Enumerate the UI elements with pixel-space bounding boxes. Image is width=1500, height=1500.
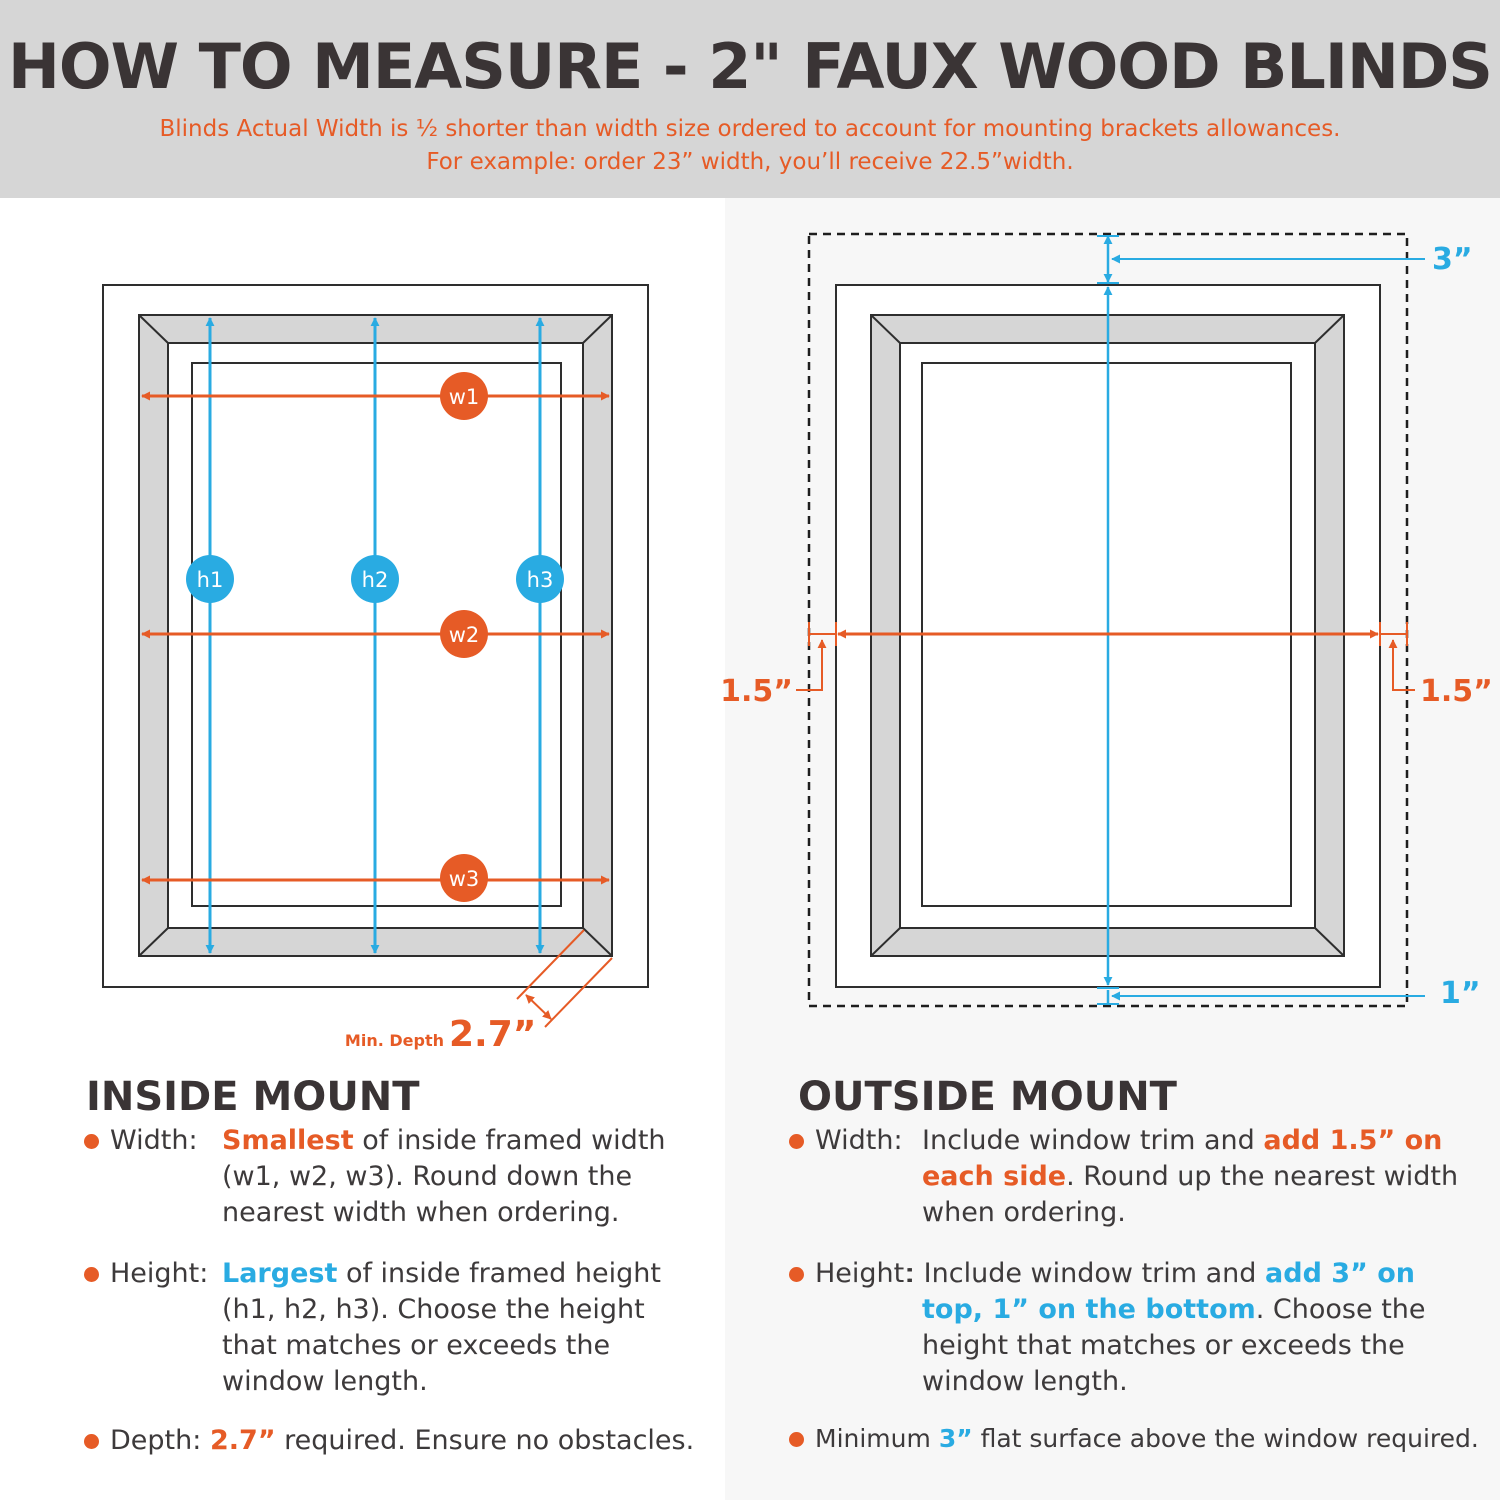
h3-marker: h3 <box>516 555 564 603</box>
width-note-line-2: For example: order 23” width, you’ll rec… <box>426 149 1074 175</box>
svg-text:h3: h3 <box>527 568 554 592</box>
depth-caption: Min. Depth <box>345 1031 444 1050</box>
svg-text:w1: w1 <box>449 385 480 409</box>
outside-width-line <box>796 622 1415 691</box>
w3-marker: w3 <box>440 854 488 902</box>
w2-marker: w2 <box>440 610 488 658</box>
left-allowance-label: 1.5” <box>720 674 793 709</box>
header-banner <box>0 0 1500 198</box>
bullet-dot <box>789 1432 804 1447</box>
width-note-line-1: Blinds Actual Width is ½ shorter than wi… <box>159 116 1341 142</box>
bullet-dot <box>84 1267 99 1282</box>
outside-min-surface-instruction: Minimum 3” flat surface above the window… <box>815 1424 1479 1453</box>
svg-text:w2: w2 <box>449 623 480 647</box>
w1-marker: w1 <box>440 372 488 420</box>
page-title: HOW TO MEASURE - 2" FAUX WOOD BLINDS <box>8 30 1493 103</box>
outside-coverage-outline <box>807 232 1409 1008</box>
bullet-dot <box>789 1134 804 1149</box>
top-allowance-label: 3” <box>1432 242 1473 277</box>
outside-mount-title: OUTSIDE MOUNT <box>798 1074 1177 1120</box>
h2-marker: h2 <box>351 555 399 603</box>
depth-indicator <box>516 929 613 1028</box>
svg-text:w3: w3 <box>449 867 480 891</box>
svg-text:h1: h1 <box>197 568 224 592</box>
h1-marker: h1 <box>186 555 234 603</box>
depth-value: 2.7” <box>449 1014 536 1055</box>
svg-text:h2: h2 <box>362 568 389 592</box>
measurement-diagrams: w1 w2 w3 h1 h2 h3 Min. Depth 2.7” <box>102 232 1493 1055</box>
bullet-dot <box>84 1134 99 1149</box>
bullet-dot <box>84 1434 99 1449</box>
right-allowance-label: 1.5” <box>1420 674 1493 709</box>
bottom-allowance-label: 1” <box>1440 976 1481 1011</box>
bullet-dot <box>789 1267 804 1282</box>
inside-mount-title: INSIDE MOUNT <box>86 1074 420 1120</box>
